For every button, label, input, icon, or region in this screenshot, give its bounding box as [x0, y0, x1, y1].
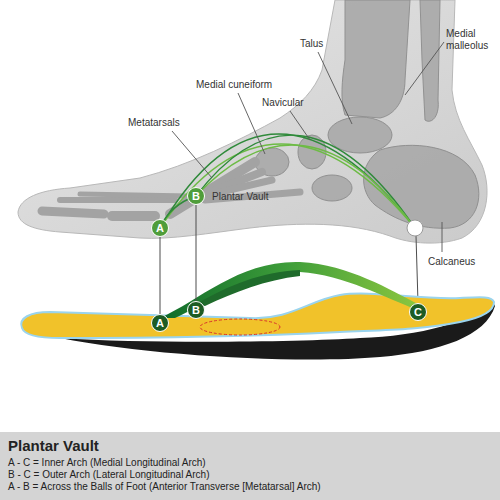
point-letter: B [192, 191, 200, 202]
arch-point-marker: C [409, 303, 427, 321]
part-label: Plantar Vault [212, 191, 269, 203]
part-label: Medial malleolus [446, 28, 496, 52]
insole-top [21, 294, 494, 338]
point-letter: B [192, 305, 200, 316]
drop-line [160, 237, 161, 314]
arch-point-marker: B [187, 301, 205, 319]
arch-definition: A - B = Across the Balls of Foot (Anteri… [8, 481, 492, 493]
metatarsal-pad [200, 319, 280, 335]
arch-definition: B - C = Outer Arch (Lateral Longitudinal… [8, 469, 492, 481]
panel-heading: Plantar Vault [8, 437, 492, 455]
arch-support [160, 262, 418, 318]
part-label: Talus [300, 38, 323, 50]
part-label: Medial cuneiform [196, 79, 272, 91]
arch-point-marker: A [151, 314, 169, 332]
leader-lines [172, 42, 444, 252]
heel-point [407, 220, 423, 236]
arch-point-marker: B [187, 187, 205, 205]
arch-point-marker: A [151, 219, 169, 237]
part-label: Navicular [262, 97, 304, 109]
part-label: Calcaneus [428, 256, 475, 268]
heel-drop-line [416, 236, 418, 303]
point-letter: A [156, 318, 164, 329]
key-panel: Plantar Vault A - C = Inner Arch (Medial … [0, 432, 500, 500]
arch-lines [160, 134, 415, 228]
point-letter: C [414, 307, 422, 318]
metatarsal-bones [42, 162, 300, 216]
foot-outline [18, 0, 487, 243]
lateral-arch-support [196, 270, 300, 306]
part-label: Metatarsals [128, 117, 180, 129]
point-letter: A [156, 223, 164, 234]
drop-line [196, 205, 197, 301]
arch-definition: A - C = Inner Arch (Medial Longitudinal … [8, 457, 492, 469]
